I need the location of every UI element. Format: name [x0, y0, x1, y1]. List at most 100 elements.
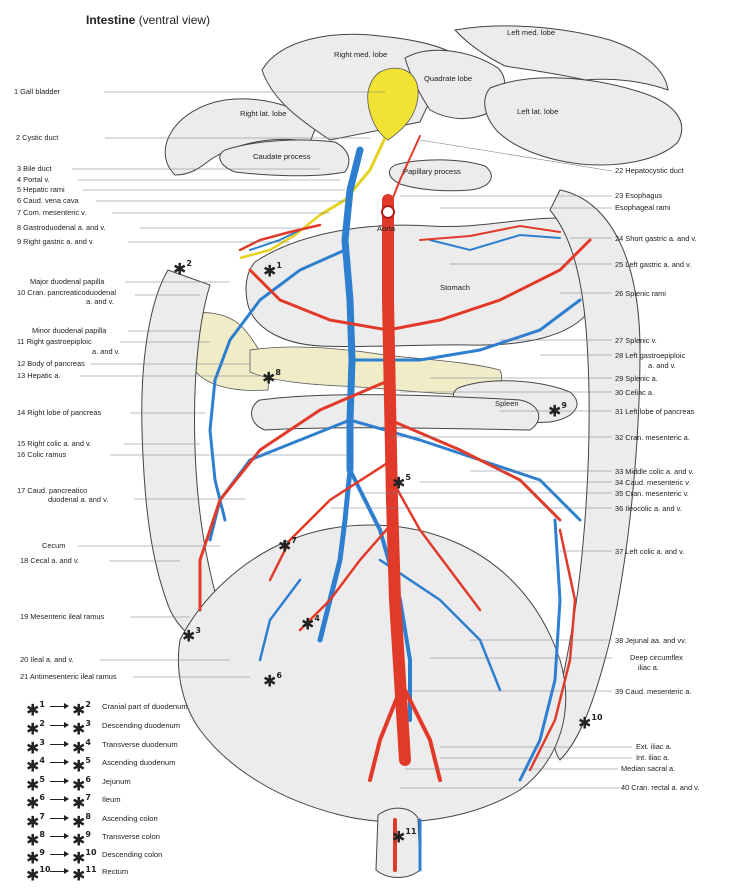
- label-28-cont: a. and v.: [648, 361, 676, 370]
- descending-colon: [549, 189, 641, 761]
- label-2: 2 Cystic duct: [16, 133, 59, 142]
- left-lateral-lobe: [484, 77, 683, 166]
- label-11-cont: a. and v.: [92, 347, 120, 356]
- leader-lines-left: [72, 91, 385, 678]
- marker-4: ✱4: [301, 614, 320, 634]
- gall-bladder-shape: [367, 67, 419, 141]
- diagram-title: Intestine (ventral view): [86, 13, 211, 27]
- label-31: 31 Left lobe of pancreas: [615, 407, 695, 416]
- arrow-icon: [50, 741, 69, 747]
- label-22: 22 Hepatocystic duct: [615, 166, 684, 175]
- label-19: 19 Mesenteric ileal ramus: [20, 612, 105, 621]
- arrow-icon: [50, 778, 69, 784]
- label-11: 11 Right gastroepiploic: [17, 337, 92, 346]
- label-12: 12 Body of pancreas: [17, 359, 85, 368]
- label-esophageal-rami: Esophageal rami: [615, 203, 671, 212]
- label-left-medial-lobe: Left med. lobe: [507, 28, 556, 37]
- leader-lines-right: [330, 139, 632, 789]
- left-medial-lobe: [454, 25, 669, 91]
- label-9: 9 Right gastric a. and v.: [17, 237, 95, 246]
- label-24: 24 Short gastric a. and v.: [615, 234, 697, 243]
- marker-11: ✱11: [392, 827, 417, 847]
- label-8: 8 Gastroduodenal a. and v.: [17, 223, 106, 232]
- label-25: 25 Left gastric a. and v.: [615, 260, 692, 269]
- arteries: [198, 135, 592, 872]
- label-36: 36 Ileocolic a. and v.: [615, 504, 682, 513]
- label-minor-duodenal-papilla: Minor duodenal papilla: [32, 326, 107, 335]
- label-26: 26 Splenic rami: [615, 289, 666, 298]
- stomach: [245, 217, 605, 348]
- jejunum-mass: [177, 524, 567, 823]
- papillary-process: [388, 159, 492, 192]
- arrow-icon: [50, 703, 69, 709]
- marker-3: ✱3: [182, 626, 201, 646]
- marker-5: ✱5: [392, 473, 411, 493]
- label-cecum: Cecum: [42, 541, 66, 550]
- label-10: 10 Cran. pancreaticoduodenal: [17, 288, 117, 297]
- marker-9: ✱9: [548, 401, 567, 421]
- marker-10: ✱10: [578, 713, 603, 733]
- arrow-icon: [50, 759, 69, 765]
- label-spleen: Spleen: [495, 399, 519, 408]
- label-deep-circumflex: Deep circumflex: [630, 653, 683, 662]
- label-18: 18 Cecal a. and v.: [20, 556, 80, 565]
- arrow-icon: [50, 722, 69, 728]
- label-quadrate-lobe: Quadrate lobe: [424, 74, 473, 83]
- biliary-system: [239, 67, 419, 260]
- label-17-cont: duodenal a. and v.: [48, 495, 109, 504]
- label-13: 13 Hepatic a.: [17, 371, 61, 380]
- marker-6: ✱6: [263, 671, 282, 691]
- arrow-icon: [50, 868, 69, 874]
- label-median-sacral: Median sacral a.: [621, 764, 676, 773]
- liver: [164, 25, 683, 192]
- label-caudate-process: Caudate process: [253, 152, 311, 161]
- arrow-icon: [50, 796, 69, 802]
- label-ext-iliac: Ext. iliac a.: [636, 742, 672, 751]
- label-papillary-process: Papillary process: [403, 167, 461, 176]
- label-40: 40 Cran. rectal a. and v.: [621, 783, 700, 792]
- label-left-lateral-lobe: Left lat. lobe: [517, 107, 559, 116]
- label-27: 27 Splenic v.: [615, 336, 657, 345]
- label-34: 34 Caud. mesenteric v.: [615, 478, 691, 487]
- label-deep-circumflex-cont: iliac a.: [638, 663, 659, 672]
- caudate-process: [219, 139, 350, 177]
- label-23: 23 Esophagus: [615, 191, 663, 200]
- arrow-icon: [50, 833, 69, 839]
- aorta-cross-section: [381, 205, 395, 219]
- label-right-medial-lobe: Right med. lobe: [334, 50, 388, 59]
- label-16: 16 Colic ramus: [17, 450, 67, 459]
- arrow-icon: [50, 815, 69, 821]
- label-21: 21 Antimesenteric ileal ramus: [20, 672, 117, 681]
- bile-duct-shape: [239, 214, 321, 260]
- label-30: 30 Celiac a.: [615, 388, 655, 397]
- label-1: 1 Gall bladder: [14, 87, 61, 96]
- label-15: 15 Right colic a. and v.: [17, 439, 92, 448]
- label-29: 29 Splenic a.: [615, 374, 658, 383]
- label-10-cont: a. and v.: [86, 297, 114, 306]
- label-3: 3 Bile duct: [17, 164, 52, 173]
- marker-8: ✱8: [262, 368, 281, 388]
- label-32: 32 Cran. mesenteric a.: [615, 433, 690, 442]
- label-20: 20 Ileal a. and v.: [20, 655, 74, 664]
- label-right-lateral-lobe: Right lat. lobe: [240, 109, 287, 118]
- label-5: 5 Hepatic rami: [17, 185, 65, 194]
- label-4: 4 Portal v.: [17, 175, 50, 184]
- label-14: 14 Right lobe of pancreas: [17, 408, 102, 417]
- label-17: 17 Caud. pancreatico: [17, 486, 88, 495]
- label-38: 38 Jejunal aa. and vv.: [615, 636, 687, 645]
- label-33: 33 Middle colic a. and v.: [615, 467, 694, 476]
- label-stomach: Stomach: [440, 283, 470, 292]
- marker-2: ✱2: [173, 259, 192, 279]
- label-28: 28 Left gastroepiploic: [615, 351, 686, 360]
- label-37: 37 Left colic a. and v.: [615, 547, 685, 556]
- marker-7: ✱7: [278, 536, 297, 556]
- label-7: 7 Com. mesenteric v.: [17, 208, 87, 217]
- label-6: 6 Caud. vena cava: [17, 196, 79, 205]
- cystic-duct-shape: [319, 137, 387, 217]
- arrow-icon: [50, 851, 69, 857]
- label-35: 35 Cran. mesenteric v.: [615, 489, 689, 498]
- label-int-iliac: Int. iliac a.: [636, 753, 670, 762]
- marker-1: ✱1: [263, 261, 282, 281]
